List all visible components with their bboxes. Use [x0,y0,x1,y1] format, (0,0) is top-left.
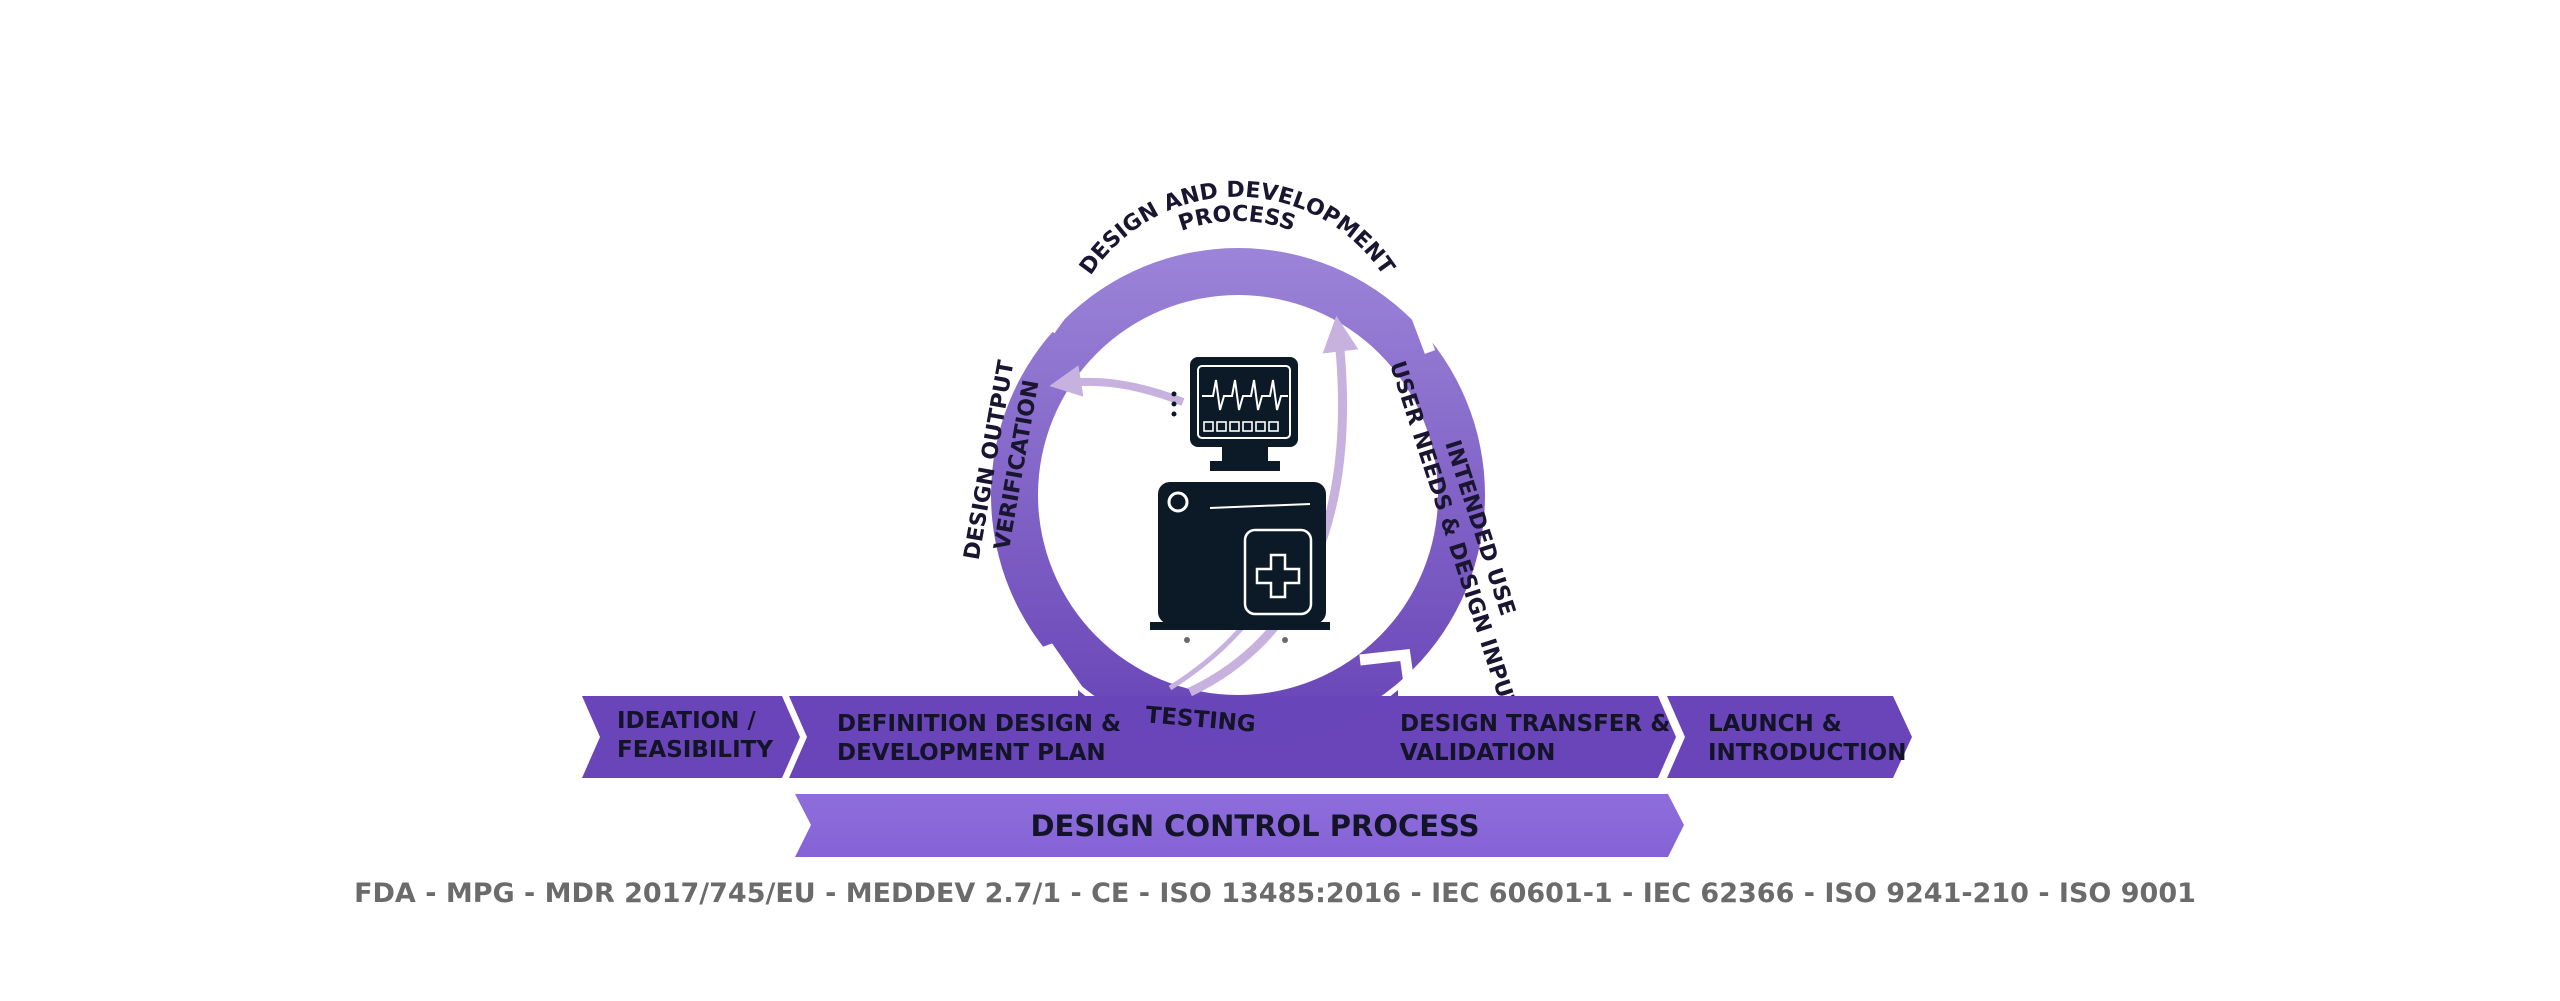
phase-3-line-2: VALIDATION [1400,740,1555,766]
phase-chevron-ideation [582,696,800,778]
phase-2-line-1: DEFINITION DESIGN & [837,711,1121,737]
phase-row [582,690,1912,778]
phase-label-definition: DEFINITION DESIGN & DEVELOPMENT PLAN [837,711,1121,766]
phase-1-line-2: FEASIBILITY [617,737,773,763]
phase-label-transfer: DESIGN TRANSFER & VALIDATION [1400,711,1670,766]
phase-label-ideation: IDEATION / FEASIBILITY [617,708,773,763]
medical-monitor-device-icon [1049,315,1359,697]
design-control-label: DESIGN CONTROL PROCESS [1030,809,1479,843]
phase-3-line-1: DESIGN TRANSFER & [1400,711,1670,737]
phase-2-line-2: DEVELOPMENT PLAN [837,740,1106,766]
standards-list: FDA - MPG - MDR 2017/745/EU - MEDDEV 2.7… [354,878,2196,909]
design-control-band: DESIGN CONTROL PROCESS [795,794,1684,857]
phase-1-line-1: IDEATION / [617,708,756,734]
phase-4-line-1: LAUNCH & [1708,711,1842,737]
phase-4-line-2: INTRODUCTION [1708,740,1906,766]
phase-chevron-launch [1667,696,1912,778]
phase-label-launch: LAUNCH & INTRODUCTION [1708,711,1906,766]
